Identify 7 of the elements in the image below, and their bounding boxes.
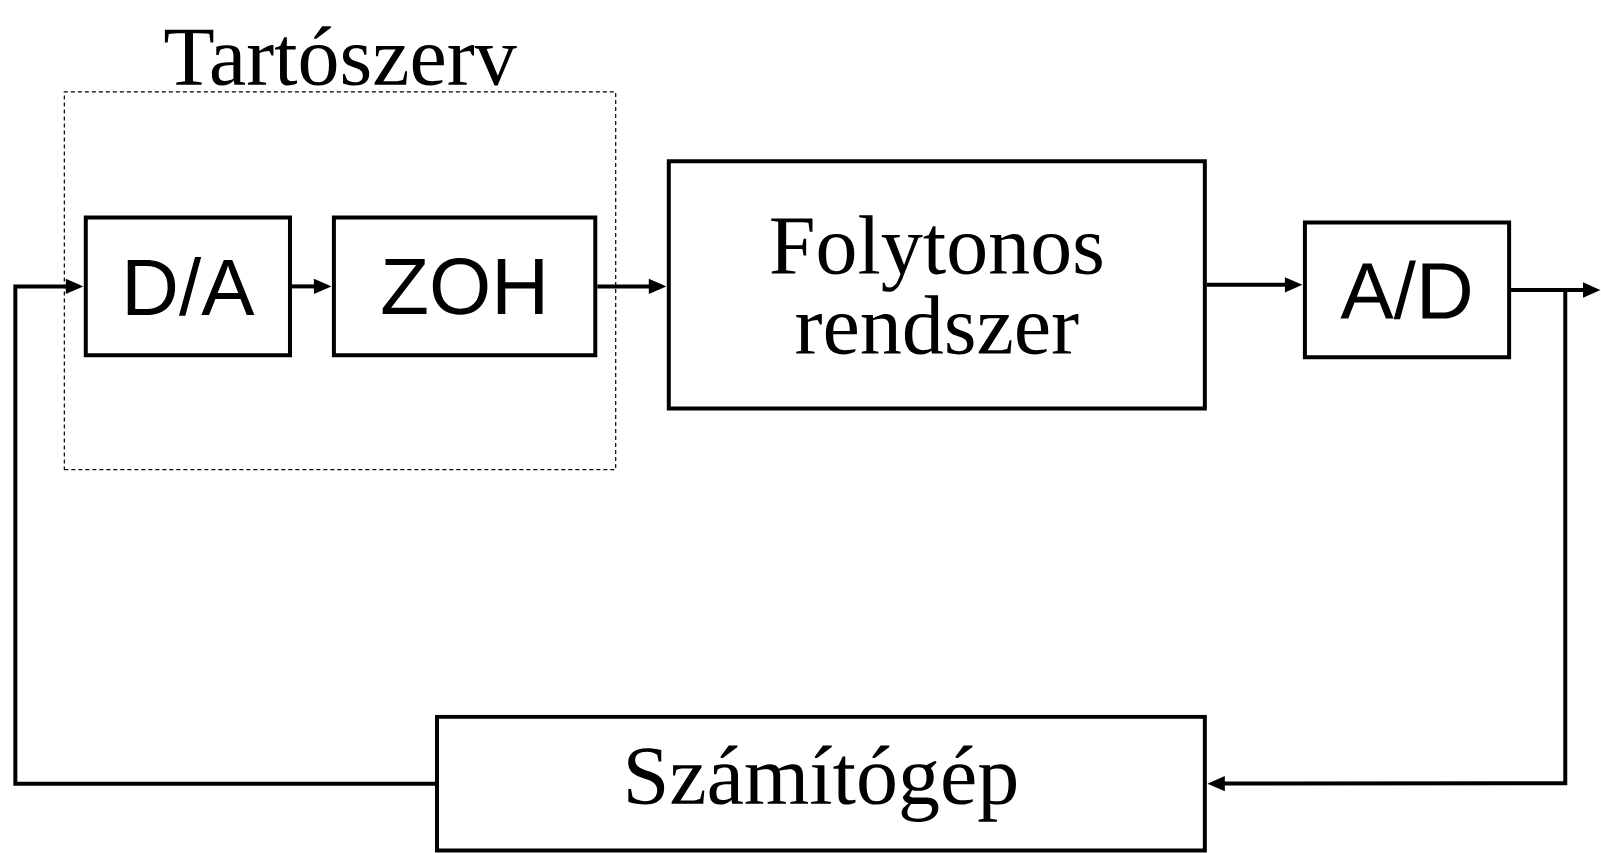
block-box: Számítógép bbox=[435, 714, 1207, 853]
block-box: D/A bbox=[83, 215, 292, 358]
block-box: A/D bbox=[1302, 220, 1512, 360]
arrow bbox=[13, 278, 435, 786]
block-box: Folytonos rendszer bbox=[666, 159, 1207, 411]
block-box: ZOH bbox=[331, 215, 598, 358]
node-label: Tartószerv bbox=[164, 26, 517, 86]
